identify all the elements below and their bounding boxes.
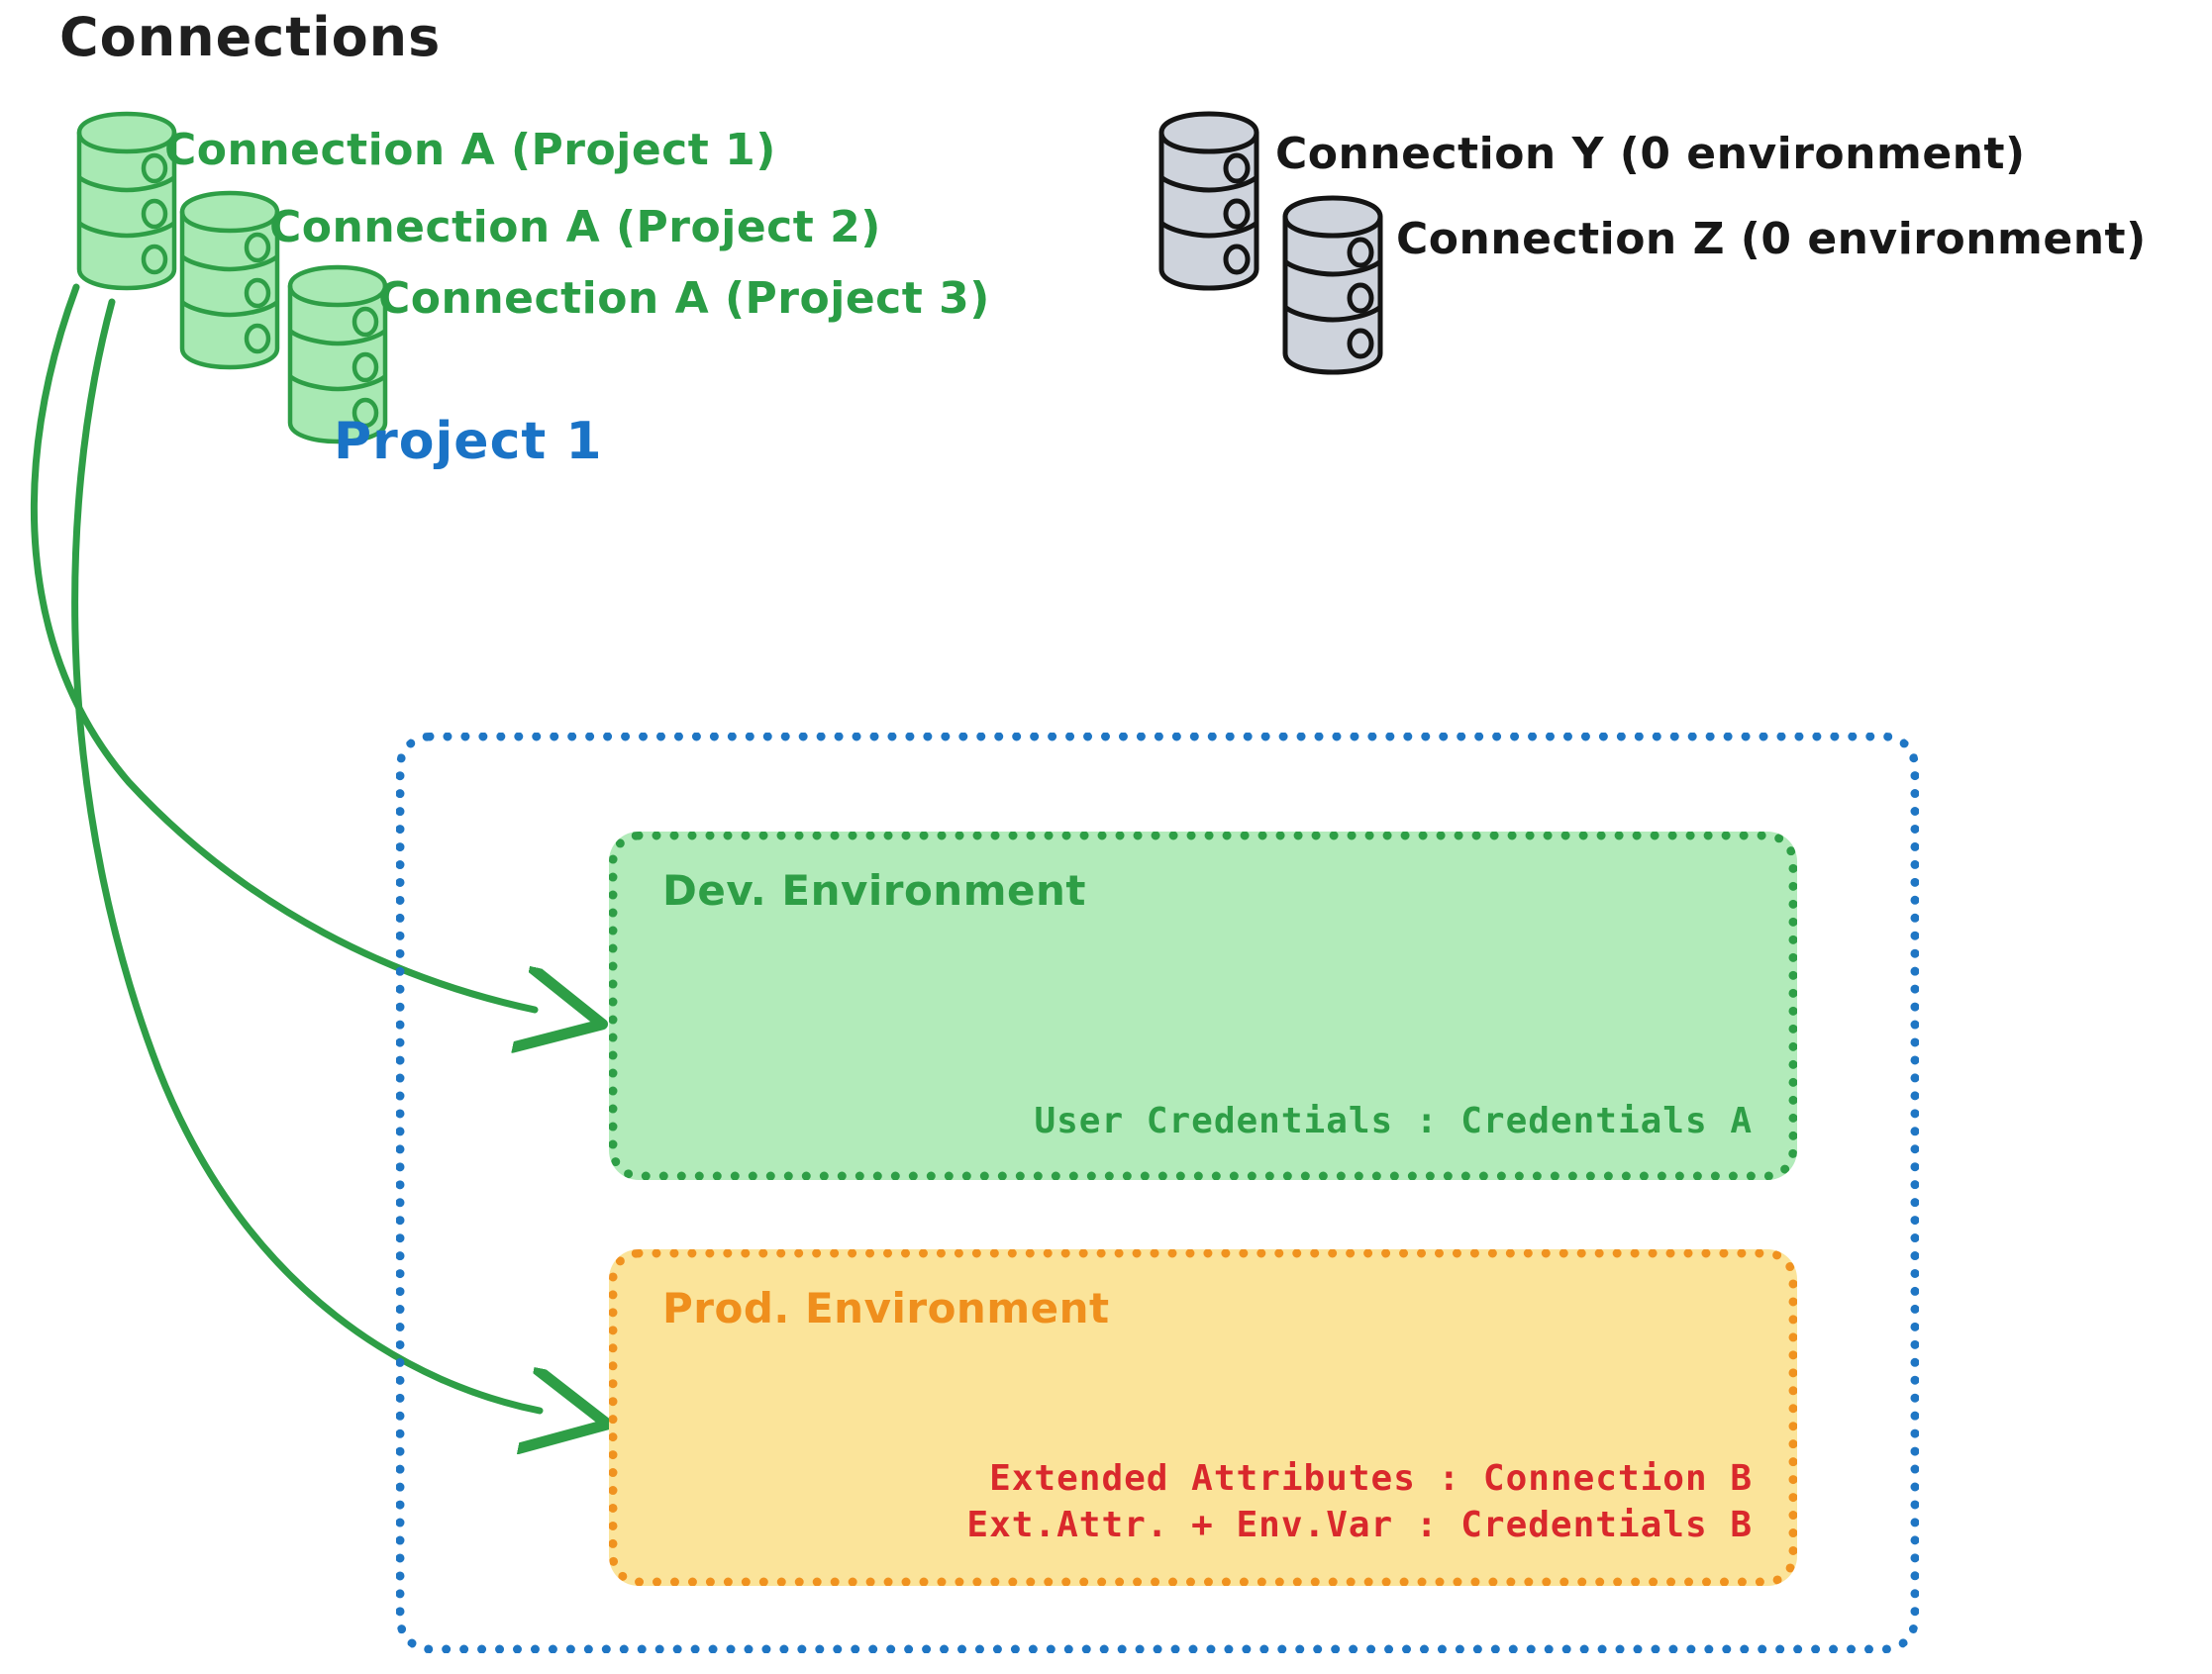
connection-label-z: Connection Z (0 environment) [1396, 214, 2147, 264]
connection-label-y: Connection Y (0 environment) [1275, 129, 2026, 179]
database-icon [1282, 195, 1383, 375]
dev-environment-box: Dev. Environment User Credentials : Cred… [609, 832, 1797, 1180]
page-title: Connections [59, 6, 442, 68]
prod-environment-details: Extended Attributes : Connection B Ext.A… [966, 1456, 1753, 1549]
database-icon [1158, 111, 1259, 291]
dev-environment-title: Dev. Environment [662, 866, 1086, 915]
project-title: Project 1 [334, 412, 603, 471]
prod-environment-title: Prod. Environment [662, 1284, 1110, 1332]
project-container [396, 733, 1919, 1653]
prod-environment-box: Prod. Environment Extended Attributes : … [609, 1249, 1797, 1586]
database-icon [76, 111, 177, 291]
connection-label-a1: Connection A (Project 1) [164, 125, 776, 175]
database-icon [287, 264, 388, 444]
prod-extended-attributes-line: Extended Attributes : Connection B [989, 1458, 1753, 1500]
dev-environment-details: User Credentials : Credentials A [1034, 1099, 1753, 1145]
dev-credential-line: User Credentials : Credentials A [1034, 1101, 1753, 1142]
database-icon [179, 190, 280, 370]
connection-label-a3: Connection A (Project 3) [378, 273, 990, 324]
connection-label-a2: Connection A (Project 2) [269, 202, 881, 252]
prod-credentials-line: Ext.Attr. + Env.Var : Credentials B [966, 1505, 1753, 1546]
